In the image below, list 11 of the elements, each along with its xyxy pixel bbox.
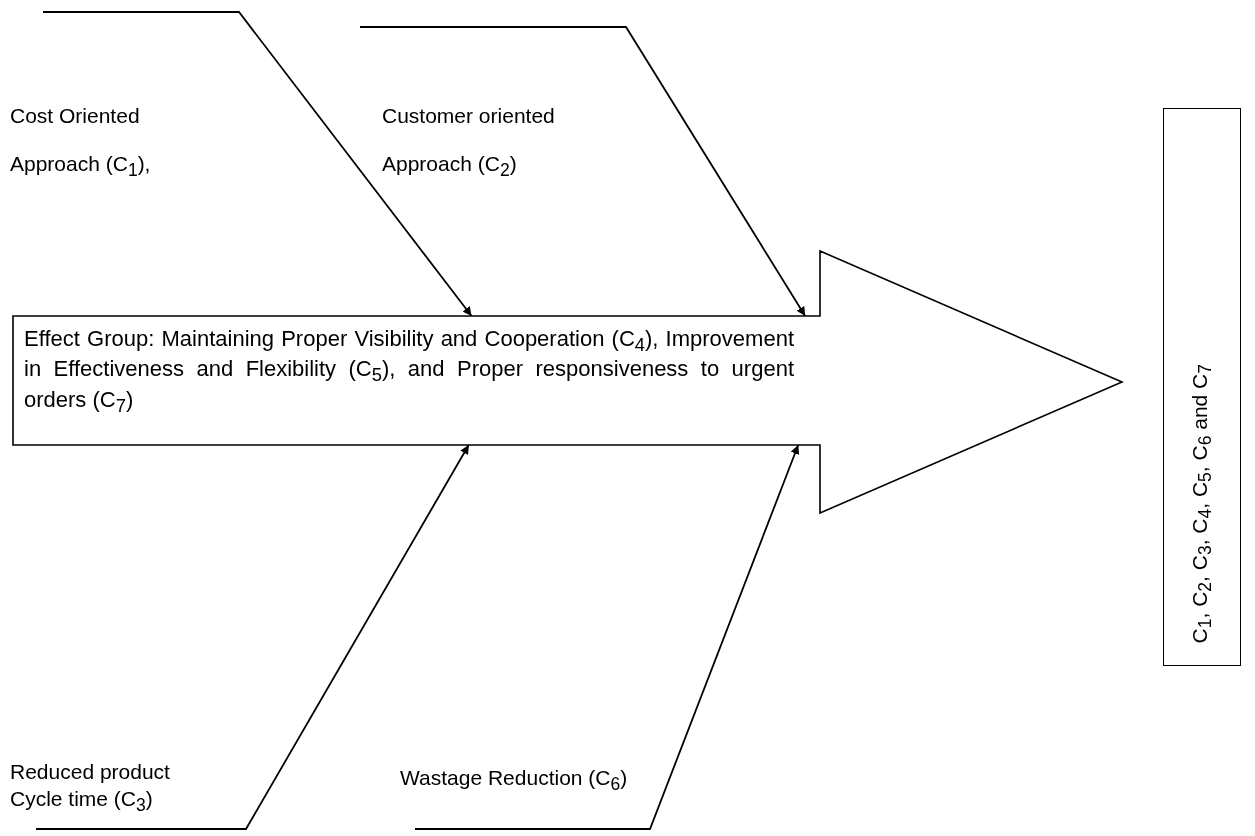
result-box	[1163, 108, 1241, 666]
arrow	[414, 444, 800, 830]
arrow	[359, 26, 807, 317]
effect-arrow-shape	[12, 250, 1124, 514]
effect-text: Effect Group: Maintaining Proper Visibility and Cooperation (C$_{4}$), Improvement in Effectiveness and Flexibility (C$_{5}$), and Proper responsiveness to urgent orders (C$_{7}$)	[24, 326, 794, 418]
cause-label: Reduced product Cycle time (C$_{3}$)	[10, 759, 171, 818]
cause-label: Customer oriented Approach (C$_{2}$)	[382, 103, 556, 183]
cause-label: Cost Oriented Approach (C$_{1}$),	[10, 103, 152, 183]
arrow	[42, 11, 473, 317]
arrow	[35, 444, 470, 830]
cause-label: Wastage Reduction (C$_{6}$)	[400, 765, 629, 796]
